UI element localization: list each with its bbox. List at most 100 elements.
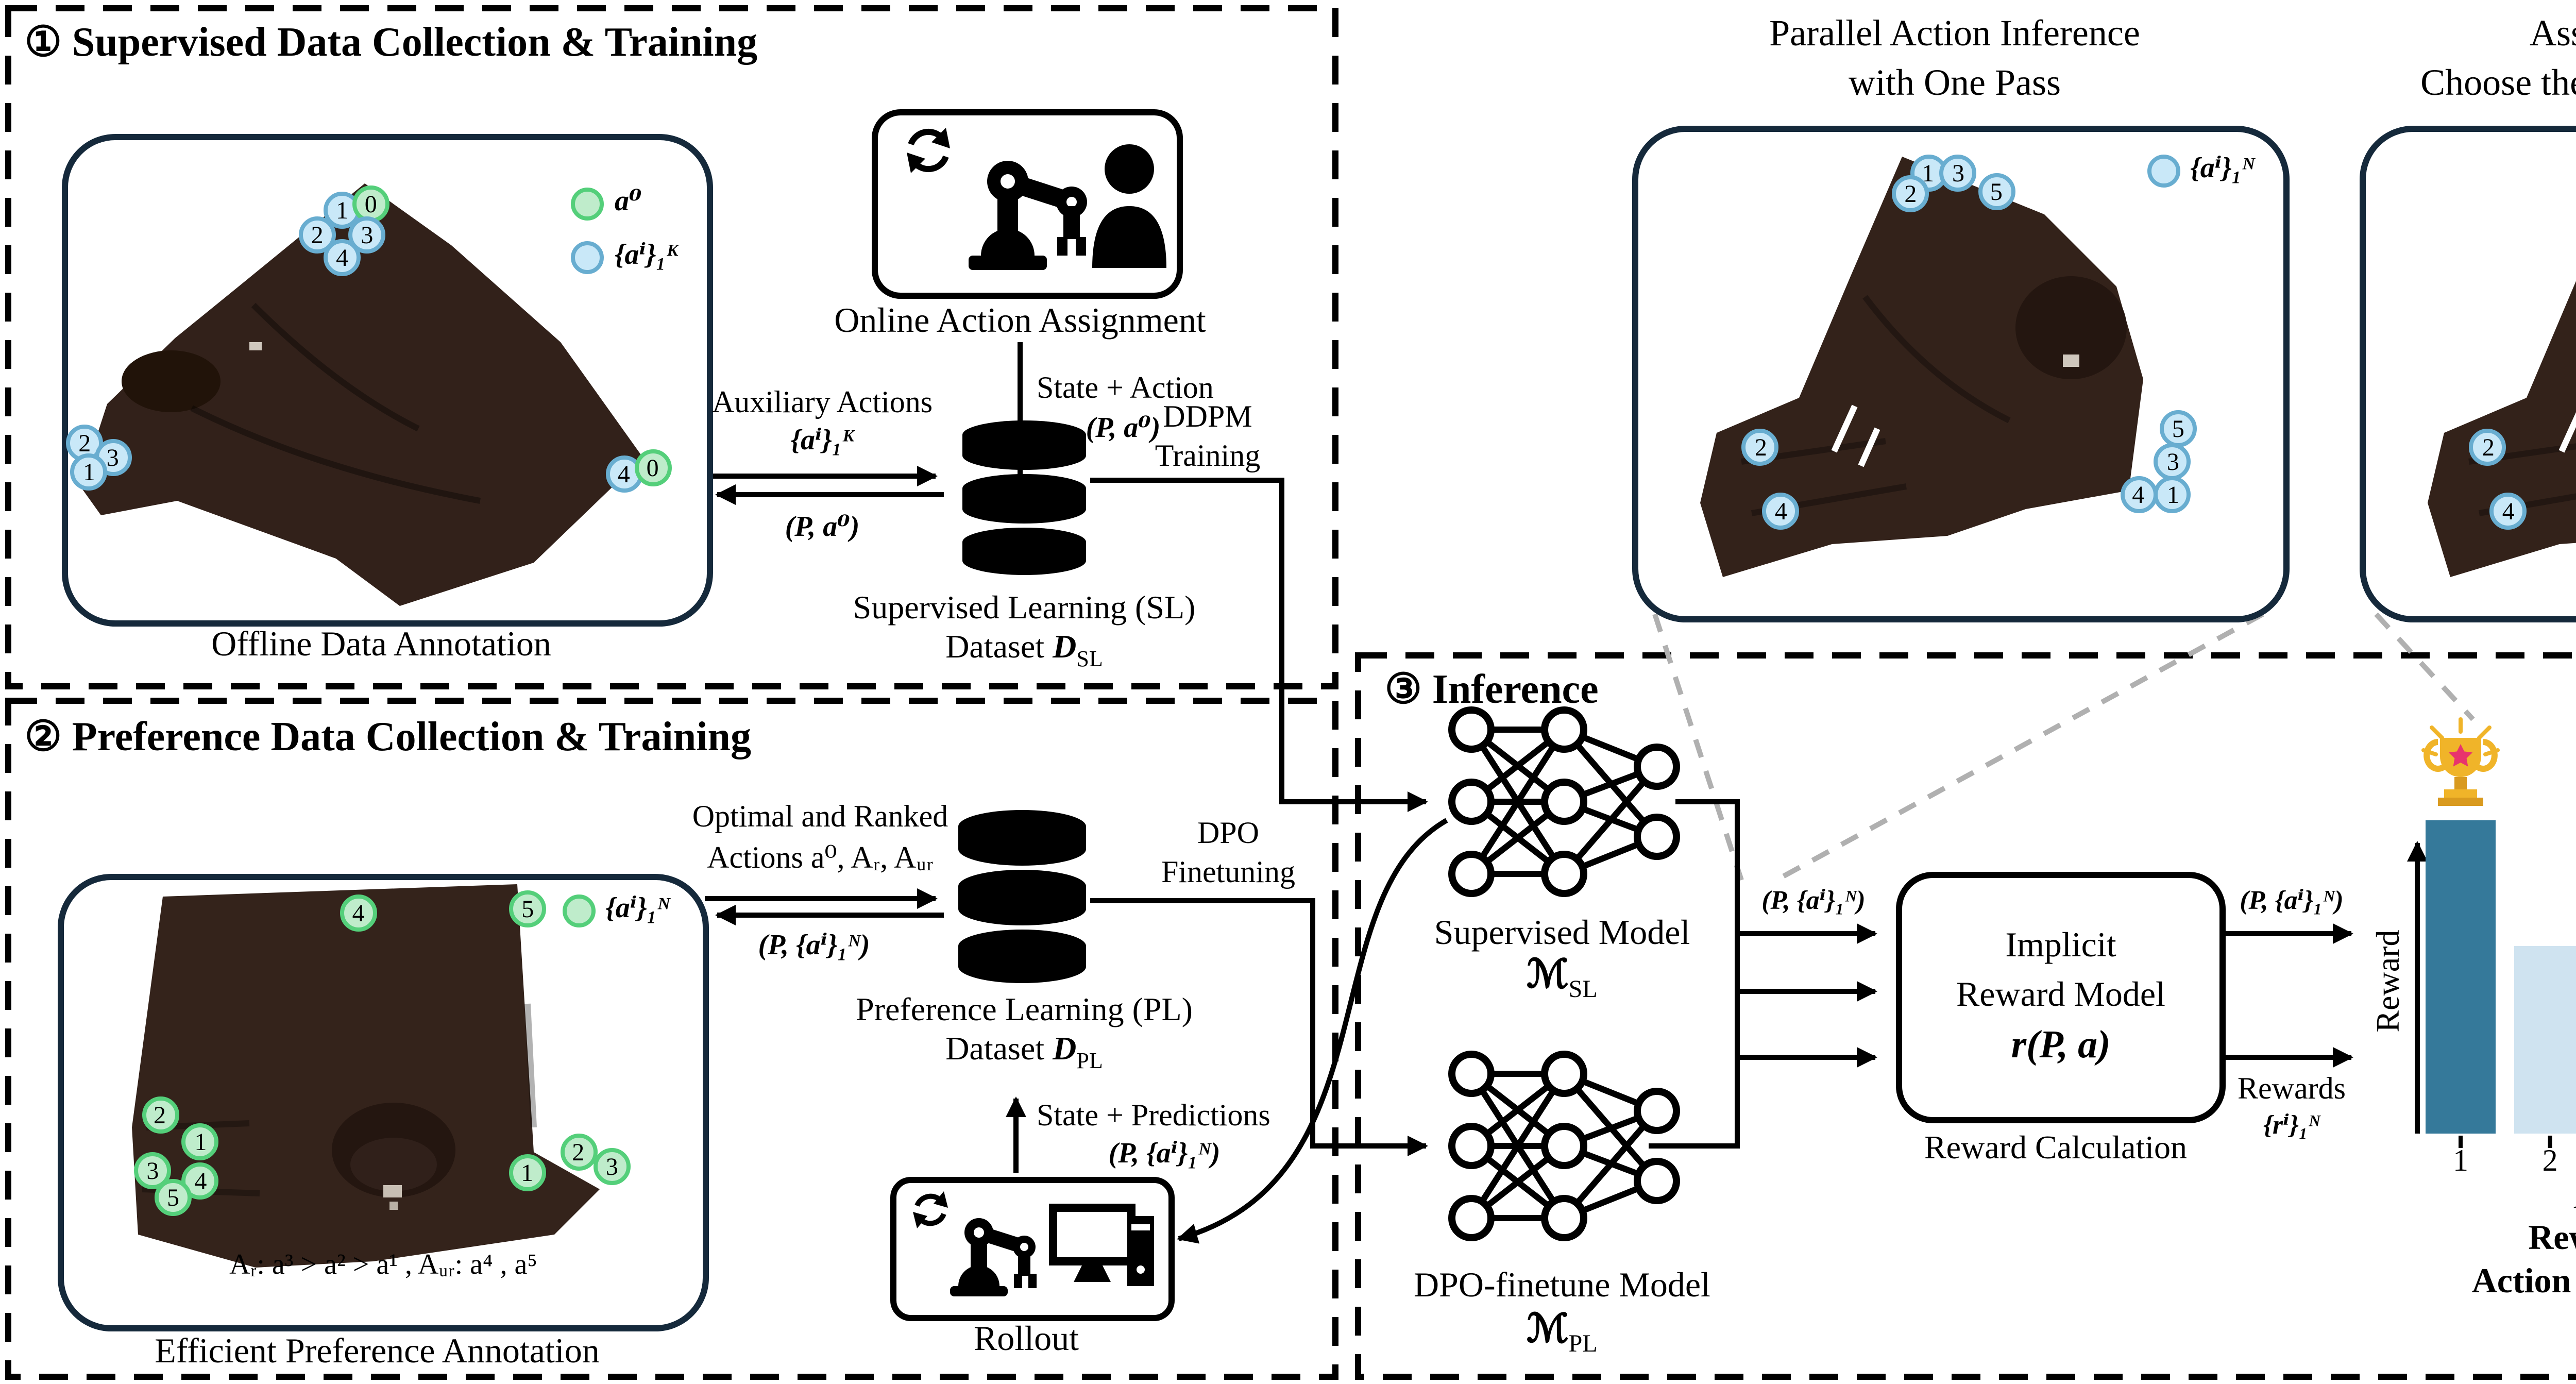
optimal-action-legend-icon: [571, 187, 604, 220]
reward-model-line1: Implicit: [2005, 925, 2116, 965]
state-action-return-math: (P, a⁰): [785, 513, 860, 544]
computer-icon: [1049, 1204, 1154, 1286]
inferred-actions-legend-label: {aⁱ}₁ᴺ: [2190, 155, 2255, 185]
rollout-box: [890, 1177, 1175, 1321]
action-point-0: 0: [634, 449, 671, 487]
rewards-output-label: Rewards: [2238, 1074, 2346, 1107]
pl-dataset-name-2: Dataset DPL: [945, 1033, 1103, 1074]
rewards-output-math: {rⁱ}₁ᴺ: [2263, 1109, 2320, 1140]
reward-model-line2: Reward Model: [1956, 975, 2165, 1014]
preference-ranking-text: Aᵣ: a³ > a² > a¹ , Aᵤᵣ: a⁴ , a⁵: [229, 1251, 537, 1282]
section-inference-border: [1355, 652, 2576, 1380]
online-assignment-box: [872, 109, 1183, 299]
action-point-1: 1: [2154, 477, 2192, 514]
state-action-math: (P, a⁰): [1086, 414, 1161, 445]
action-point-4: 4: [2120, 477, 2157, 514]
action-point-2: 2: [560, 1133, 597, 1171]
action-point-4: 4: [323, 238, 361, 276]
auxiliary-actions-math: {aⁱ}₁ᴷ: [790, 427, 854, 458]
sampled-actions-legend-icon: [562, 893, 596, 926]
supervised-model-label: Supervised Model: [1434, 913, 1690, 952]
tshirt-photo-parallel: [1700, 157, 2143, 577]
section-inference-title: ③ Inference: [1385, 668, 1599, 713]
callout-dashed-lines: [1652, 612, 2475, 883]
action-point-5: 5: [509, 890, 547, 928]
rollout-robot-computer-icon: [913, 1191, 1154, 1296]
action-point-5: 5: [1977, 173, 2015, 210]
dpo-model-symbol: ℳPL: [1527, 1309, 1598, 1358]
parallel-panel-legend: {aⁱ}₁ᴺ: [2147, 153, 2255, 206]
action-point-4: 4: [340, 894, 377, 932]
refresh-icon: [913, 1191, 948, 1228]
sampled-actions-legend-label: {aⁱ}₁ᴺ: [605, 894, 670, 925]
robot-and-human-icon: [907, 128, 1166, 270]
reward-bar-chart: [2426, 820, 2576, 1134]
ranked-actions-label: Optimal and Ranked: [692, 802, 948, 835]
robot-arm-icon: [950, 1218, 1037, 1296]
action-point-3: 3: [1939, 155, 1977, 192]
offline-panel-legend: a⁰ {aⁱ}₁ᴷ: [571, 185, 678, 293]
action-point-4: 4: [2489, 493, 2527, 530]
section-supervised-title: ① Supervised Data Collection & Training: [25, 21, 758, 66]
ranked-actions-math: Actions a⁰, Aᵣ, Aᵤᵣ: [707, 843, 934, 876]
sl-database-icon: [962, 420, 1086, 575]
implicit-reward-model-box: Implicit Reward Model r(P, a): [1896, 872, 2226, 1123]
offline-panel-caption: Offline Data Annotation: [211, 625, 551, 664]
state-action-label: State + Action: [1037, 373, 1214, 406]
action-id-tick-2: 2: [2542, 1146, 2558, 1179]
action-point-2: 2: [1892, 176, 1929, 213]
inferred-actions-legend-icon: [2147, 154, 2180, 187]
flow-lines: [705, 342, 2552, 1244]
auxiliary-actions-legend-label: {aⁱ}₁ᴷ: [615, 241, 678, 272]
ras-title-line1: Reward-guided: [2528, 1218, 2576, 1257]
reward-model-input-label: (P, {aⁱ}₁ᴺ): [1761, 884, 1866, 915]
preference-panel-caption: Efficient Preference Annotation: [155, 1331, 600, 1371]
action-id-axis-label: Action ID: [2428, 1181, 2576, 1218]
preference-panel-legend: {aⁱ}₁ᴺ: [562, 892, 670, 946]
action-point-2: 2: [1742, 428, 1780, 465]
state-predictions-math: (P, {aⁱ}₁ᴺ): [1108, 1140, 1221, 1171]
reward-bar-2: [2515, 946, 2576, 1134]
tshirt-photo-folded: [132, 884, 600, 1268]
auxiliary-actions-label: Auxiliary Actions: [711, 387, 933, 420]
action-point-3: 3: [593, 1148, 631, 1186]
reward-axis-label: Reward: [2372, 930, 2407, 1033]
auxiliary-actions-legend-icon: [571, 240, 604, 273]
optimal-action-legend-label: a⁰: [615, 188, 642, 218]
robot-arm-icon: [969, 161, 1087, 270]
pl-return-math: (P, {aⁱ}₁ᴺ): [758, 932, 870, 963]
action-point-1: 1: [509, 1154, 546, 1191]
action-point-4: 4: [182, 1162, 219, 1200]
sl-dataset-name: Supervised Learning (SL): [853, 592, 1196, 627]
reward-bar-1: [2426, 820, 2496, 1134]
state-predictions-label: State + Predictions: [1037, 1101, 1270, 1134]
dpo-finetune-model-network: [1448, 1051, 1680, 1241]
assign-panel-title: Assign Rewards andChoose the Highest Rew…: [2420, 12, 2576, 103]
action-point-2: 2: [2469, 428, 2507, 465]
action-point-3: 3: [2154, 444, 2192, 481]
action-point-2: 2: [141, 1096, 178, 1134]
sl-dataset-name-2: Dataset DSL: [945, 631, 1103, 672]
section-preference-border: [5, 698, 1338, 1380]
pl-database-icon: [958, 810, 1086, 983]
reward-model-formula: r(P, a): [2011, 1024, 2111, 1068]
trophy-icon: [2421, 717, 2500, 806]
action-point-1: 1: [182, 1123, 219, 1160]
rollout-label: Rollout: [973, 1319, 1079, 1358]
action-point-4: 4: [1762, 493, 1800, 530]
action-point-1: 1: [70, 453, 108, 491]
reward-model-output-top-label: (P, {aⁱ}₁ᴺ): [2240, 884, 2344, 915]
refresh-icon: [907, 128, 950, 173]
